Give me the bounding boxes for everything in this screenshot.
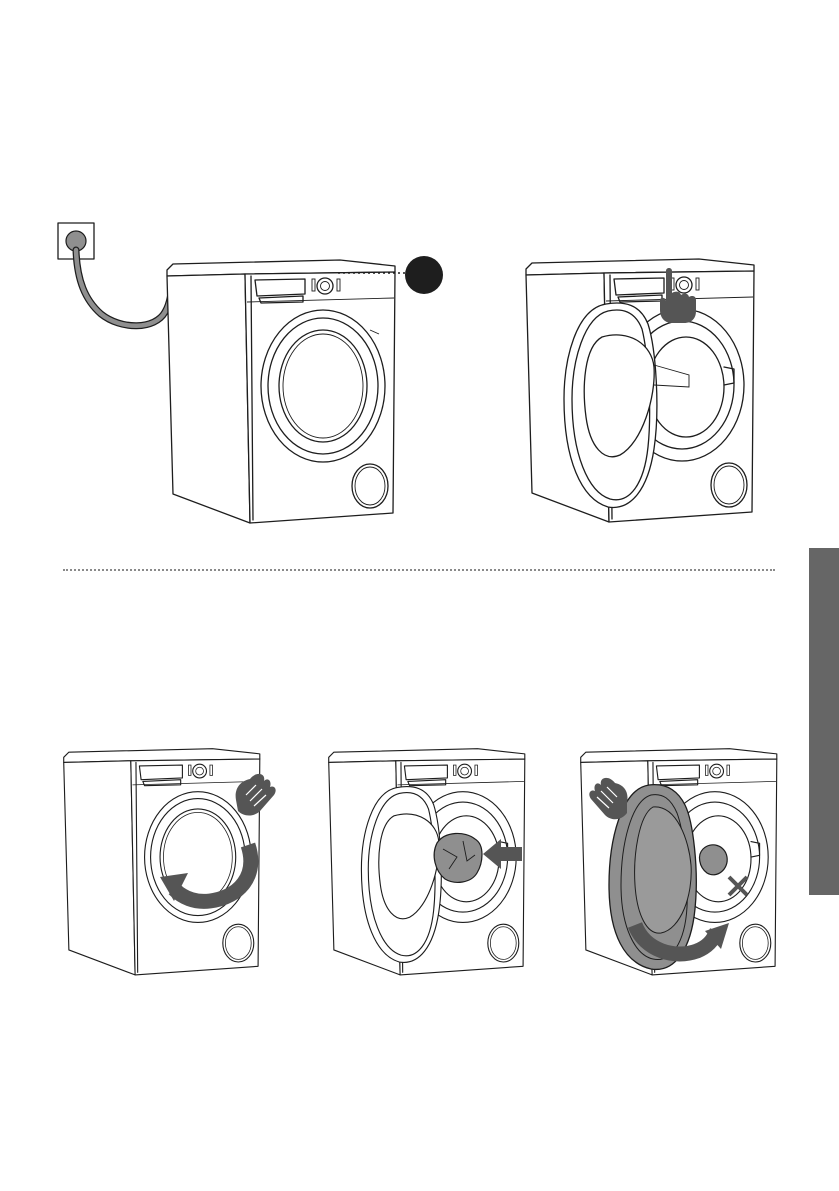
illustration-load-laundry: [325, 745, 530, 980]
illustration-close-door: [585, 745, 785, 980]
washing-machine-icon: [64, 749, 260, 975]
washing-machine-icon: [167, 260, 395, 523]
chapter-side-tab: [809, 548, 839, 895]
power-cable-icon: [76, 250, 173, 326]
illustration-press-button: [520, 255, 760, 530]
laundry-icon: [434, 833, 482, 882]
section-divider: [63, 569, 775, 571]
power-indicator-icon: [405, 256, 443, 294]
illustration-plug-in: [55, 220, 445, 530]
illustration-open-door: [60, 745, 280, 980]
washing-machine-icon: [526, 259, 754, 522]
